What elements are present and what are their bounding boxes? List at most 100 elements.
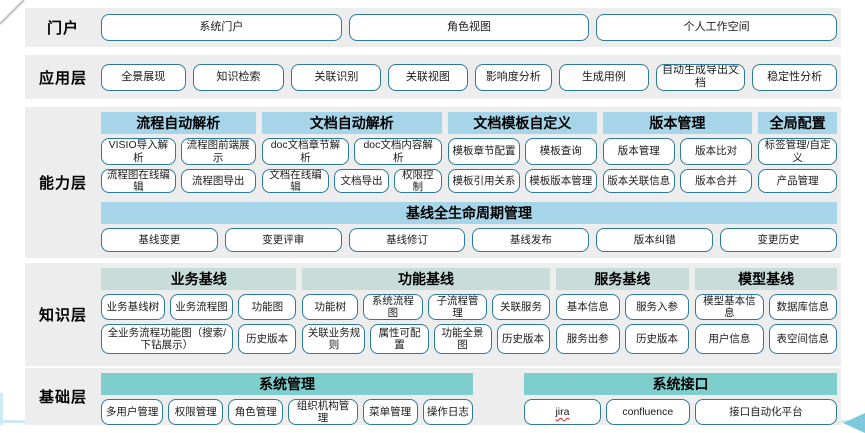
box-tag-mgmt-custom: 标签管理/自定义: [758, 138, 837, 165]
box-baseline-revise: 基线修订: [348, 228, 466, 252]
corner-decoration-line: [0, 0, 25, 25]
box-basic-info: 基本信息: [555, 294, 620, 320]
group-header-business-baseline: 业务基线: [101, 268, 297, 290]
box-knowledge-search: 知识检索: [192, 63, 285, 91]
box-confluence: confluence: [605, 399, 690, 425]
box-history-version: 历史版本: [496, 324, 550, 354]
box-version-mgmt: 版本管理: [602, 138, 675, 165]
box-business-baseline-tree: 业务基线树: [101, 294, 165, 320]
group-header-service-baseline: 服务基线: [555, 268, 690, 290]
box-attribute-configurable: 属性可配置: [370, 324, 429, 354]
box-permission-control: 权限控制: [393, 169, 443, 193]
box-visio-import-parse: VISIO导入解析: [101, 138, 176, 165]
box-function-tree: 功能树: [302, 294, 359, 320]
layer-label-base: 基础层: [38, 389, 87, 406]
group-header-global-config: 全局配置: [758, 112, 837, 134]
box-full-business-process-function-diagram: 全业务流程功能图（搜索/下钻展示）: [101, 324, 233, 354]
group-header-doc-auto-parse: 文档自动解析: [261, 112, 443, 134]
layer-band-knowledge: 知识层 业务基线 业务基线树 业务流程图 功能图 全业务流程功能图（搜索/下钻展…: [25, 263, 841, 366]
box-baseline-release: 基线发布: [472, 228, 590, 252]
group-header-system-interface: 系统接口: [524, 373, 837, 395]
box-function-panorama: 功能全景图: [433, 324, 492, 354]
group-header-doc-template-custom: 文档模板自定义: [448, 112, 597, 134]
group-header-system-mgmt: 系统管理: [101, 373, 473, 395]
group-doc-template-custom: 文档模板自定义 模板章节配置 模板查询 模板引用关系 模板版本管理: [448, 112, 597, 193]
box-impact-analysis: 影响度分析: [474, 63, 552, 91]
box-interface-automation-platform: 接口自动化平台: [694, 399, 837, 425]
box-doc-online-edit: 文档在线编辑: [261, 169, 330, 193]
box-database-info: 数据库信息: [768, 294, 837, 320]
box-process-diagram-frontend-display: 流程图前端展示: [180, 138, 256, 165]
box-baseline-change: 基线变更: [101, 228, 218, 252]
box-personal-workspace: 个人工作空间: [596, 14, 838, 41]
box-product-mgmt: 产品管理: [758, 169, 837, 193]
box-related-business-rule: 关联业务规则: [302, 324, 366, 354]
group-header-function-baseline: 功能基线: [302, 268, 550, 290]
box-user-info: 用户信息: [695, 324, 764, 354]
box-subprocess-mgmt: 子流程管理: [427, 294, 488, 320]
group-header-version-mgmt: 版本管理: [602, 112, 753, 134]
box-org-structure-mgmt: 组织机构管理: [288, 399, 358, 425]
box-jira: jira: [524, 399, 601, 425]
box-service-output-param: 服务出参: [555, 324, 620, 354]
group-global-config: 全局配置 标签管理/自定义 产品管理: [758, 112, 837, 193]
box-multi-user-mgmt: 多用户管理: [101, 399, 164, 425]
group-function-baseline: 功能基线 功能树 系统流程图 子流程管理 关联服务 关联业务规则 属性可配置 功…: [302, 268, 550, 366]
box-template-version-mgmt: 模板版本管理: [524, 169, 597, 193]
group-doc-auto-parse: 文档自动解析 doc文档章节解析 doc文档内容解析 文档在线编辑 文档导出 权…: [261, 112, 443, 193]
group-header-model-baseline: 模型基线: [695, 268, 837, 290]
box-relation-view: 关联视图: [388, 63, 468, 91]
box-template-reference-relation: 模板引用关系: [448, 169, 520, 193]
box-change-history: 变更历史: [720, 228, 837, 252]
box-process-diagram-export: 流程图导出: [180, 169, 256, 193]
group-version-mgmt: 版本管理 版本管理 版本比对 版本关联信息 版本合并: [602, 112, 753, 193]
box-related-service: 关联服务: [492, 294, 550, 320]
box-function-diagram: 功能图: [238, 294, 297, 320]
group-process-auto-parse: 流程自动解析 VISIO导入解析 流程图前端展示 流程图在线编辑 流程图导出: [101, 112, 256, 193]
box-role-mgmt: 角色管理: [228, 399, 284, 425]
box-change-review: 变更评审: [224, 228, 342, 252]
box-template-chapter-config: 模板章节配置: [448, 138, 520, 165]
box-version-merge: 版本合并: [679, 169, 753, 193]
box-service-input-param: 服务入参: [624, 294, 690, 320]
box-relation-identify: 关联识别: [291, 63, 382, 91]
group-service-baseline: 服务基线 基本信息 服务入参 服务出参 历史版本: [555, 268, 690, 366]
layer-band-base: 基础层 系统管理 多用户管理 权限管理 角色管理 组织机构管理 菜单管理 操作日…: [25, 368, 841, 425]
box-doc-chapter-parse: doc文档章节解析: [261, 138, 350, 165]
layer-label-knowledge: 知识层: [38, 307, 87, 324]
box-tablespace-info: 表空间信息: [768, 324, 837, 354]
box-operation-log: 操作日志: [422, 399, 474, 425]
layer-band-capability: 能力层 流程自动解析 VISIO导入解析 流程图前端展示 流程图在线编辑 流程图…: [25, 107, 841, 258]
box-auto-generate-export-doc: 自动生成导出文档: [655, 63, 746, 91]
box-stability-analysis: 稳定性分析: [752, 63, 837, 91]
group-business-baseline: 业务基线 业务基线树 业务流程图 功能图 全业务流程功能图（搜索/下钻展示） 历…: [101, 268, 297, 366]
left-arrow-icon: [843, 413, 865, 433]
group-model-baseline: 模型基线 模型基本信息 数据库信息 用户信息 表空间信息: [695, 268, 837, 366]
box-business-process-diagram: 业务流程图: [169, 294, 234, 320]
box-panorama-display: 全景展现: [101, 63, 186, 91]
layer-label-capability: 能力层: [38, 175, 87, 192]
layer-band-portal: 门户 系统门户 角色视图 个人工作空间: [25, 8, 841, 47]
box-system-process-diagram: 系统流程图: [363, 294, 423, 320]
layer-label-portal: 门户: [46, 20, 79, 37]
box-version-relation-info: 版本关联信息: [602, 169, 675, 193]
box-model-basic-info: 模型基本信息: [695, 294, 764, 320]
group-system-interface: 系统接口 jira confluence 接口自动化平台: [524, 373, 837, 425]
box-doc-content-parse: doc文档内容解析: [354, 138, 443, 165]
box-process-diagram-online-edit: 流程图在线编辑: [101, 169, 176, 193]
group-system-mgmt: 系统管理 多用户管理 权限管理 角色管理 组织机构管理 菜单管理 操作日志: [101, 373, 474, 425]
box-template-query: 模板查询: [524, 138, 597, 165]
box-permission-mgmt: 权限管理: [168, 399, 224, 425]
box-version-correction: 版本纠错: [596, 228, 714, 252]
box-history-version: 历史版本: [237, 324, 297, 354]
box-version-compare: 版本比对: [679, 138, 753, 165]
box-role-view: 角色视图: [348, 14, 590, 41]
group-header-baseline-lifecycle-mgmt: 基线全生命周期管理: [101, 202, 837, 224]
left-edge-accent: [0, 393, 3, 425]
box-generate-usecase: 生成用例: [558, 63, 649, 91]
layer-band-application: 应用层 全景展现 知识检索 关联识别 关联视图 影响度分析 生成用例 自动生成导…: [25, 55, 841, 99]
box-doc-export: 文档导出: [334, 169, 389, 193]
layer-label-application: 应用层: [38, 69, 87, 87]
group-header-process-auto-parse: 流程自动解析: [101, 112, 256, 134]
